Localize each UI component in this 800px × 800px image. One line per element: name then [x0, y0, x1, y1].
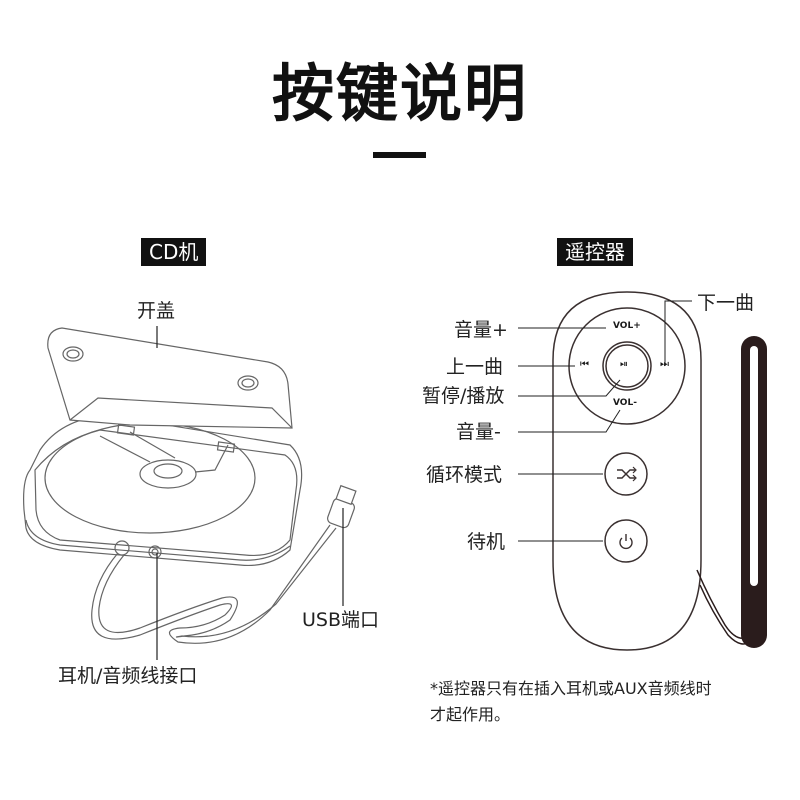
title-divider	[373, 152, 426, 158]
prev-icon: ⏮	[580, 359, 589, 370]
page-title: 按键说明	[271, 57, 528, 130]
remote-illustration	[552, 291, 753, 651]
label-usb-port: USB端口	[302, 609, 380, 631]
cd-player-tag: CD机	[141, 238, 207, 266]
label-headphone-jack: 耳机/音频线接口	[58, 665, 198, 687]
cd-leader-lines	[156, 326, 344, 660]
play-pause-icon: ⏯	[620, 359, 628, 370]
label-vol-down: 音量-	[456, 421, 501, 443]
remote-tag: 遥控器	[557, 238, 633, 266]
vol-down-button: VOL-	[613, 398, 637, 408]
next-icon: ⏭	[660, 359, 669, 370]
cd-player-illustration	[23, 327, 357, 644]
remote-leader-lines	[518, 300, 692, 542]
label-standby: 待机	[467, 531, 506, 553]
remote-note-line2: 才起作用。	[430, 705, 511, 724]
label-prev-track: 上一曲	[446, 356, 504, 378]
label-vol-up: 音量+	[454, 319, 508, 341]
label-open-lid: 开盖	[137, 300, 176, 322]
label-play-pause: 暂停/播放	[422, 385, 505, 407]
label-loop-mode: 循环模式	[426, 464, 503, 486]
label-next-track: 下一曲	[697, 292, 755, 314]
vol-up-button: VOL+	[613, 321, 641, 331]
remote-note-line1: *遥控器只有在插入耳机或AUX音频线时	[430, 679, 712, 698]
